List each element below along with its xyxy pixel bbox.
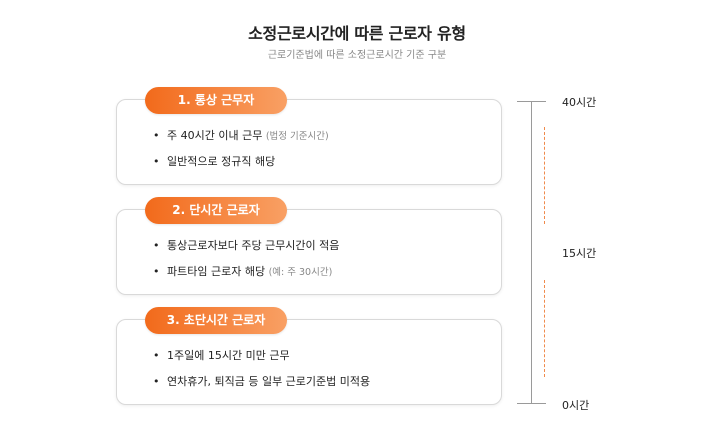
- list-item: • 연차휴가, 퇴직금 등 일부 근로기준법 미적용: [153, 373, 370, 389]
- bullet-icon: •: [153, 129, 160, 142]
- scale-label-0h: 0시간: [562, 399, 590, 412]
- bullet-icon: •: [153, 375, 160, 388]
- item-text: 일반적으로 정규직 해당: [167, 155, 276, 168]
- hours-scale-dash-upper: [544, 127, 545, 224]
- list-item: • 일반적으로 정규직 해당: [153, 153, 275, 169]
- item-text: 1주일에 15시간 미만 근무: [167, 349, 290, 362]
- item-note: (법정 기준시간): [265, 131, 329, 142]
- diagram-subtitle: 근로기준법에 따른 소정근로시간 기준 구분: [267, 50, 447, 61]
- bullet-icon: •: [153, 155, 160, 168]
- item-text: 파트타임 근로자 해당: [167, 265, 266, 278]
- card-label: 1. 통상 근무자: [145, 87, 287, 114]
- hours-scale-dash-lower: [544, 280, 545, 377]
- diagram-title: 소정근로시간에 따른 근로자 유형: [248, 24, 466, 43]
- scale-label-40h: 40시간: [562, 96, 597, 109]
- bullet-icon: •: [153, 349, 160, 362]
- bullet-icon: •: [153, 265, 160, 278]
- item-text: 주 40시간 이내 근무: [167, 129, 263, 142]
- hours-scale-tick-top: [517, 101, 546, 102]
- hours-scale-tick-bottom: [517, 403, 546, 404]
- item-note: (예: 주 30시간): [268, 267, 333, 278]
- list-item: • 통상근로자보다 주당 근무시간이 적음: [153, 237, 339, 253]
- card-part-time-worker: 2. 단시간 근로자 • 통상근로자보다 주당 근무시간이 적음 • 파트타임 근로…: [116, 197, 502, 295]
- list-item: • 1주일에 15시간 미만 근무: [153, 347, 290, 363]
- hours-scale-line: [531, 101, 532, 404]
- card-regular-worker: 1. 통상 근무자 • 주 40시간 이내 근무 (법정 기준시간) • 일반적으로…: [116, 87, 502, 185]
- scale-label-15h: 15시간: [562, 247, 597, 260]
- list-item: • 파트타임 근로자 해당 (예: 주 30시간): [153, 263, 332, 279]
- card-label: 3. 초단시간 근로자: [145, 307, 287, 334]
- card-ultra-short-worker: 3. 초단시간 근로자 • 1주일에 15시간 미만 근무 • 연차휴가, 퇴직금 …: [116, 307, 502, 405]
- item-text: 통상근로자보다 주당 근무시간이 적음: [167, 239, 340, 252]
- list-item: • 주 40시간 이내 근무 (법정 기준시간): [153, 127, 329, 143]
- card-label: 2. 단시간 근로자: [145, 197, 287, 224]
- bullet-icon: •: [153, 239, 160, 252]
- item-text: 연차휴가, 퇴직금 등 일부 근로기준법 미적용: [167, 375, 371, 388]
